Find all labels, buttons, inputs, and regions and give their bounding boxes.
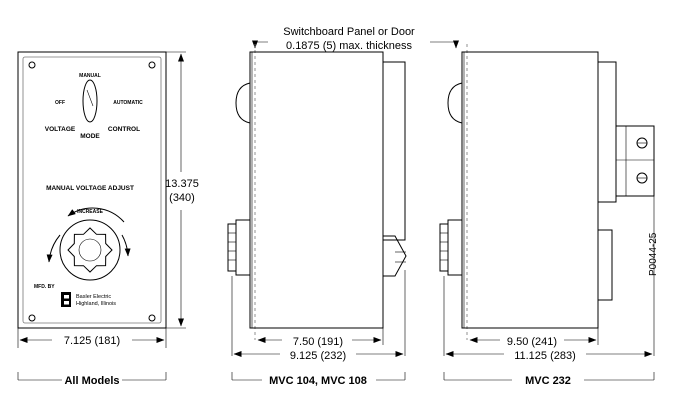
panel-note-pointer-right [430,40,459,49]
mounting-hole-icon [28,61,36,69]
mode-label-off: OFF [55,100,65,106]
mvc104-adjust-knob-side-icon [227,219,251,276]
mvc104-mode-knob-side-icon [235,82,251,124]
height-dimension-label: 13.375 [165,178,199,190]
mode-label-voltage: VOLTAGE [45,126,76,133]
adjust-knob-center-icon [78,238,102,262]
basler-logo-icon [61,292,71,307]
adjust-knob-knurl-icon [67,227,113,273]
mounting-hole-icon [28,314,36,322]
mvc232-housing-outline [461,51,599,329]
mode-switch-knob-icon[interactable] [82,79,98,123]
mvc232-inner-dim-label: 9.50 (241) [507,336,557,348]
front-panel-outline [17,51,167,329]
decrease-arc-right-icon [121,234,131,257]
maker-name: Basler Electric [76,294,111,300]
decrease-arc-left-icon [46,234,61,263]
mfd-by-label: MFD. BY [34,284,55,290]
mvc104-housing-outline [249,51,384,329]
maker-location: Highland, Illinois [76,301,116,307]
mvc232-adjust-knob-side-icon [439,219,463,276]
panel-note-pointer-left [252,40,268,49]
panel-note-line2: 0.1875 (5) max. thickness [286,40,412,52]
caption-mvc232: MVC 232 [525,375,571,387]
mode-switch-pointer-icon [86,89,94,107]
caption-mvc104-108: MVC 104, MVC 108 [269,375,367,387]
front-panel-inner-border [22,56,162,324]
side-view-mvc104: Switchboard Panel or Door 0.1875 (5) max… [227,26,459,362]
mounting-hole-icon [148,314,156,322]
mode-label-automatic: AUTOMATIC [113,100,143,106]
mvc104-rear-module [382,61,406,241]
increase-label: INCREASE [77,209,104,215]
mvc104-rear-terminal-icon [383,235,407,277]
mvc232-rear-module [597,61,617,203]
mvc104-outer-dim-label: 9.125 (232) [290,350,346,362]
mounting-hole-icon [148,61,156,69]
front-view: MANUAL OFF AUTOMATIC VOLTAGE MODE CONTRO… [17,51,199,348]
adjust-label: MANUAL VOLTAGE ADJUST [46,185,134,192]
increase-arc-arrow-icon [67,207,125,223]
mvc232-lower-module [597,229,613,301]
panel-note-line1: Switchboard Panel or Door [283,26,415,38]
mode-label-mode: MODE [80,133,100,140]
mvc104-inner-dim-label: 7.50 (191) [293,336,343,348]
width-dimension-label: 7.125 (181) [64,335,120,347]
mvc232-mode-knob-side-icon [447,82,463,124]
mvc232-outer-dim-label: 11.125 (283) [514,350,576,362]
caption-all-models: All Models [64,375,119,387]
side-view-mvc232: P0044-25 9.50 (241) 11.125 (283) [439,44,659,362]
captions: All Models MVC 104, MVC 108 MVC 232 [17,372,655,387]
mode-label-control: CONTROL [108,126,140,133]
height-dimension-mm: (340) [169,192,195,204]
adjust-knob-outer-icon[interactable] [59,219,121,281]
mode-label-manual: MANUAL [79,73,101,79]
part-number: P0044-25 [648,232,659,276]
mvc232-terminal-block-icon [615,125,655,197]
